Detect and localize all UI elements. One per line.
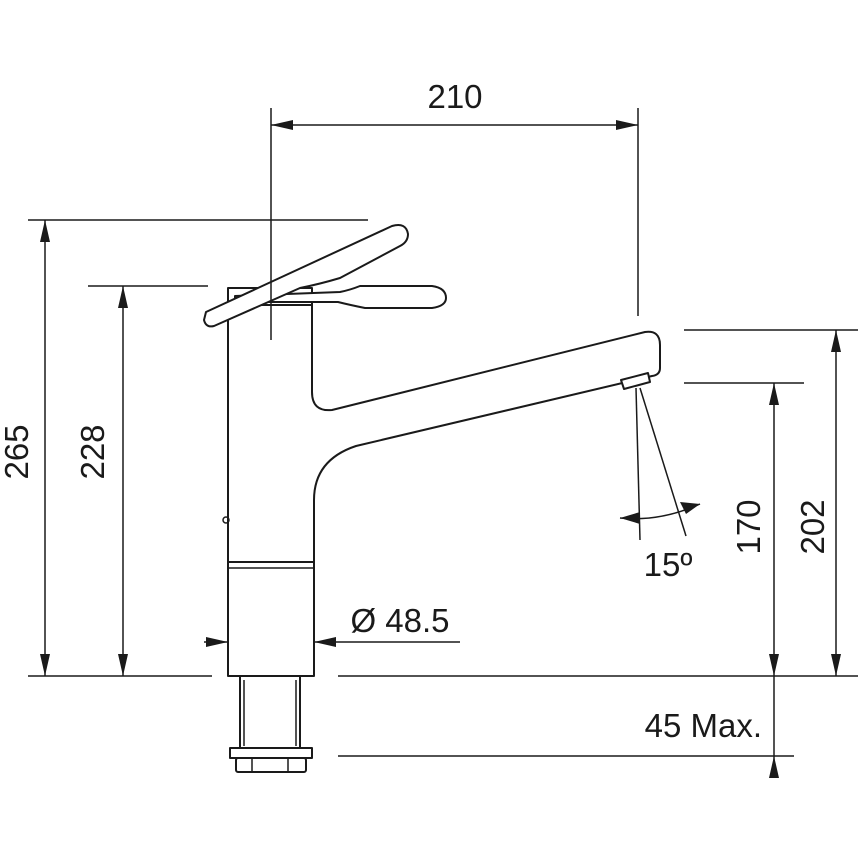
- dimension-line-202: [831, 330, 841, 676]
- label-body-diameter: Ø 48.5: [350, 602, 449, 639]
- base-ring: [227, 561, 315, 677]
- label-spout-reach: 210: [427, 78, 482, 115]
- label-spout-top-height: 202: [794, 499, 831, 554]
- lever-handle-open: [203, 224, 409, 328]
- label-max-deck-thickness: 45 Max.: [645, 707, 762, 744]
- label-swivel-angle: 15º: [644, 546, 693, 583]
- angle-indicator-15: [619, 387, 701, 541]
- dimension-line-45: [769, 676, 779, 778]
- extension-lines: [28, 108, 858, 757]
- label-body-height: 228: [74, 424, 111, 479]
- dimension-line-265: [40, 220, 50, 676]
- mounting-shank: [229, 675, 313, 773]
- label-spout-clearance: 170: [730, 499, 767, 554]
- faucet-outline: [203, 224, 661, 773]
- lever-handle-closed: [234, 285, 447, 309]
- dimension-line-170: [769, 383, 779, 676]
- dimension-line-210: [271, 120, 638, 130]
- aerator: [620, 372, 651, 390]
- dimension-line-228: [118, 286, 128, 676]
- body-and-spout: [227, 304, 661, 563]
- label-total-height: 265: [0, 424, 35, 479]
- dimension-line-diameter: [204, 637, 460, 647]
